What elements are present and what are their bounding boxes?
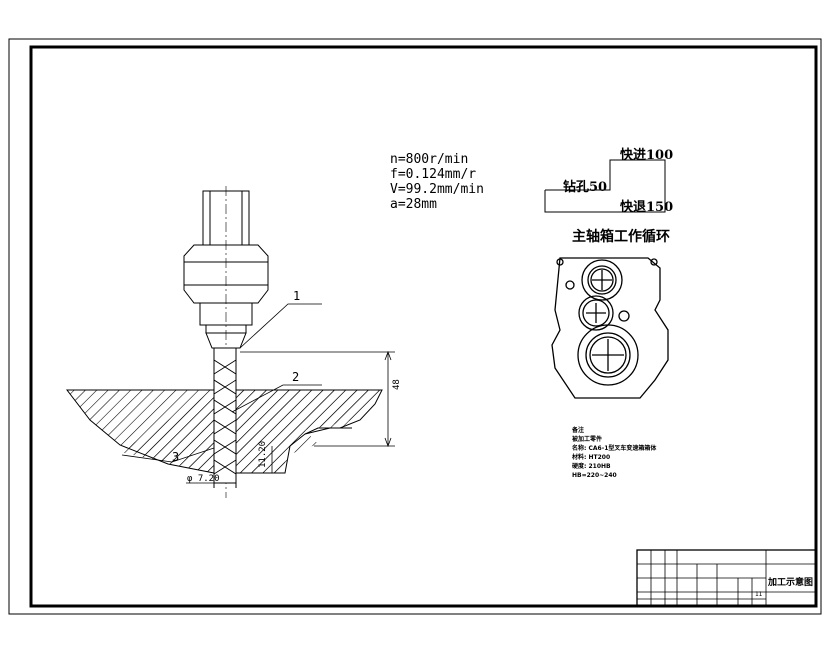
note-hardness: 硬度: 210HB xyxy=(572,463,611,470)
cycle-drill: 钻孔50 xyxy=(563,180,608,195)
title-block xyxy=(636,549,817,607)
callout-leaders xyxy=(121,303,322,463)
drawing-title: 加工示意图 xyxy=(768,578,814,588)
cut-depth: a=28mm xyxy=(390,197,437,212)
note-part: 被加工零件 xyxy=(572,436,603,443)
callout-1: 1 xyxy=(293,289,301,303)
note-hb: HB=220~240 xyxy=(572,472,617,479)
depth-dimension: 48 xyxy=(392,379,402,390)
note-name: 名称: CA6-1型叉车变速箱箱体 xyxy=(572,445,657,452)
sheet-number: 11 xyxy=(755,591,763,598)
diameter-dimension: φ 7.20 xyxy=(187,474,220,484)
callout-2: 2 xyxy=(292,370,300,384)
cycle-title: 主轴箱工作循环 xyxy=(572,229,670,245)
outer-border xyxy=(8,38,822,615)
drill-bit xyxy=(213,347,237,488)
spindle-speed: n=800r/min xyxy=(390,152,469,167)
note-heading: 备注 xyxy=(572,427,585,434)
dimension-lines xyxy=(186,350,395,484)
cycle-diagram xyxy=(544,159,666,213)
notes-block: 备注 被加工零件 名称: CA6-1型叉车变速箱箱体 材料: HT200 硬度:… xyxy=(572,426,656,480)
gearbox-housing xyxy=(551,257,669,399)
land-dimension: 11.20 xyxy=(258,440,268,468)
callout-3: 3 xyxy=(172,450,180,464)
process-parameters: n=800r/min f=0.124mm/r V=99.2mm/min a=28… xyxy=(390,152,484,212)
note-material: 材料: HT200 xyxy=(572,454,611,461)
cycle-fast-in: 快进100 xyxy=(620,148,674,163)
cycle-fast-out: 快退150 xyxy=(620,200,674,215)
inner-frame xyxy=(29,45,818,608)
feed-velocity: V=99.2mm/min xyxy=(390,182,484,197)
feed-rate: f=0.124mm/r xyxy=(390,167,477,182)
